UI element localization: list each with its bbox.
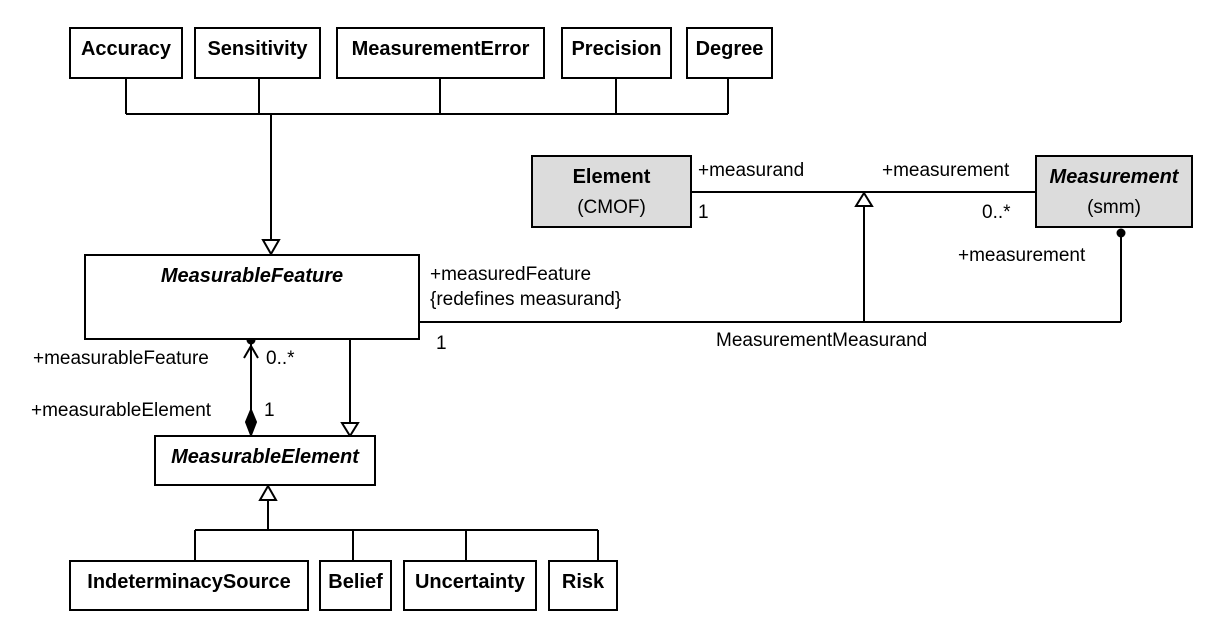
role-measurement-top: +measurement: [882, 160, 1010, 181]
class-measurable-element: MeasurableElement: [154, 435, 376, 486]
class-precision: Precision: [561, 27, 672, 79]
class-uncertainty: Uncertainty: [403, 560, 537, 611]
gen-arrowhead-measurable-element: [340, 422, 360, 438]
class-element: Element (CMOF): [531, 155, 692, 228]
class-name: Belief: [328, 571, 383, 593]
class-accuracy: Accuracy: [69, 27, 183, 79]
class-measurement-error: MeasurementError: [336, 27, 545, 79]
mult-measurable-element: 1: [264, 400, 275, 421]
class-name: MeasurementError: [351, 38, 530, 60]
mult-measurement: 0..*: [982, 202, 1011, 223]
class-stereotype: (CMOF): [577, 197, 646, 218]
role-measured-feature: +measuredFeature: [430, 264, 592, 285]
class-name: Sensitivity: [207, 38, 308, 60]
class-name: Risk: [561, 571, 605, 593]
role-measurement-right: +measurement: [958, 245, 1086, 266]
mult-measurable-feature: 0..*: [266, 348, 295, 369]
class-name: MeasurableElement: [171, 446, 359, 468]
class-name: Degree: [695, 38, 764, 60]
class-name: Element: [572, 166, 651, 188]
gen-arrowhead-association: [854, 191, 874, 207]
class-indeterminacy-source: IndeterminacySource: [69, 560, 309, 611]
class-stereotype: (smm): [1087, 197, 1141, 218]
composition-open-arrow: [243, 344, 259, 359]
class-name: IndeterminacySource: [87, 571, 291, 593]
role-measurand: +measurand: [698, 160, 805, 181]
assoc-end-dot-measurement: [1116, 228, 1126, 238]
class-name: Accuracy: [80, 38, 172, 60]
mult-measurand: 1: [698, 202, 709, 223]
class-sensitivity: Sensitivity: [194, 27, 321, 79]
class-name: Measurement: [1049, 166, 1179, 188]
class-measurable-feature: MeasurableFeature: [84, 254, 420, 340]
gen-arrowhead-measurable-feature: [261, 239, 281, 257]
gen-arrowhead-measurable-element-bottom: [258, 483, 278, 501]
class-risk: Risk: [548, 560, 618, 611]
composition-diamond: [244, 407, 258, 438]
class-name: Uncertainty: [414, 571, 526, 593]
mult-measured-feature: 1: [436, 333, 447, 354]
class-measurement: Measurement (smm): [1035, 155, 1193, 228]
association-name: MeasurementMeasurand: [716, 330, 928, 351]
class-name: MeasurableFeature: [160, 265, 344, 287]
class-name: Precision: [571, 38, 662, 60]
class-degree: Degree: [686, 27, 773, 79]
role-measurable-element: +measurableElement: [31, 400, 212, 421]
class-belief: Belief: [319, 560, 392, 611]
constraint-redefines-measurand: {redefines measurand}: [430, 289, 622, 310]
role-measurable-feature: +measurableFeature: [33, 348, 209, 369]
